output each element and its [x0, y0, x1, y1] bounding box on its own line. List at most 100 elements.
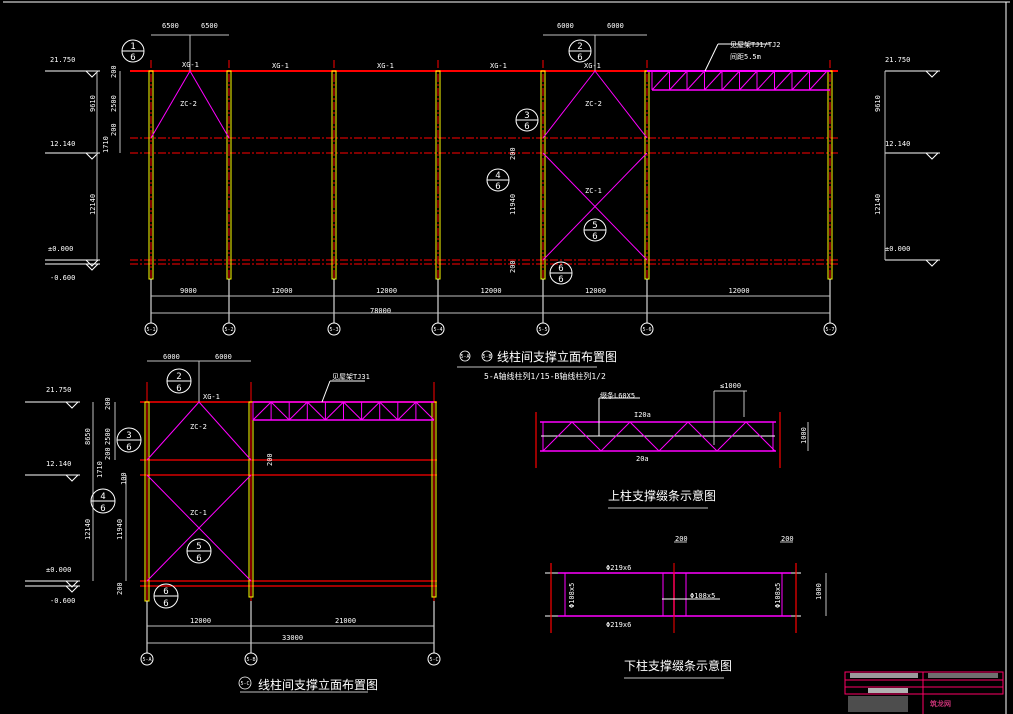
lower-middle-post: Φ108x5 — [690, 592, 715, 600]
detail-bubble-6-sheet: 6 — [163, 599, 168, 609]
lower-top-chord: Φ219x6 — [606, 564, 631, 572]
detail-bubble-1-number: 1 — [130, 42, 135, 52]
truss-diagonal — [686, 70, 705, 91]
truss-diagonal — [270, 401, 290, 421]
span-label: 12000 — [272, 287, 293, 295]
detail-bubble-3-number: 3 — [126, 431, 131, 441]
truss-diagonal — [774, 70, 793, 91]
detail-labels: 缀条L60X5 I20a 20a ≤1000 1000 上柱支撑缀条示意图 Φ2… — [568, 382, 823, 679]
dim-d: 1710 — [102, 136, 110, 153]
upper-lacing — [629, 421, 660, 452]
truss-note-leader — [704, 43, 719, 72]
level-ground-marker — [85, 259, 99, 267]
detail-bubble-2-sheet: 6 — [577, 53, 582, 63]
top-view-title: 线柱间支撑立面布置图 — [497, 349, 617, 364]
brace-zc1 — [146, 474, 252, 582]
level-top-marker — [85, 70, 99, 78]
brace-zc2 — [542, 70, 596, 139]
elev-top: 21.750 — [46, 386, 71, 394]
dim-g: 200 — [116, 582, 124, 595]
truss-diagonal — [791, 70, 810, 91]
top-dim-3: 6000 — [557, 22, 574, 30]
dim-upper: 8650 — [84, 428, 92, 445]
top-dim-1: 6500 — [162, 22, 179, 30]
strut-label: XG-1 — [272, 62, 289, 70]
truss-diagonal — [325, 401, 344, 421]
truss-note: 见屋架TJ31 — [332, 373, 370, 381]
span-label: 21000 — [335, 617, 356, 625]
axis-tag: 5-C — [240, 681, 249, 687]
brace-zc2 — [150, 70, 191, 139]
lower-dim1: 200 — [675, 535, 688, 543]
top-dim-2: 6000 — [215, 353, 232, 361]
top-dim-2: 6500 — [201, 22, 218, 30]
elev-base: -0.600 — [50, 597, 75, 605]
detail-bubble-3-sheet: 6 — [524, 122, 529, 132]
truss-diagonal — [343, 401, 362, 421]
truss-diagonal — [252, 401, 272, 421]
axis-label: 5-3 — [329, 327, 338, 333]
dim-c: 200 — [104, 447, 112, 460]
elev-top: 21.750 — [50, 56, 75, 64]
span-label: 9000 — [180, 287, 197, 295]
dim-upper: 9610 — [89, 95, 97, 112]
axis-bubble — [823, 322, 837, 336]
dim-lower: 12140 — [89, 194, 97, 215]
dim-d: 1710 — [96, 461, 104, 478]
axis-label: 5-C — [429, 657, 438, 663]
detail-bubble-4-number: 4 — [495, 171, 500, 181]
span-label: 12000 — [729, 287, 750, 295]
strut-label: XG-1 — [203, 393, 220, 401]
detail-bubble-6-sheet: 6 — [558, 275, 563, 285]
detail-bubble-4-sheet: 6 — [100, 504, 105, 514]
axis-tag-bubble — [481, 350, 493, 362]
detail-bubble-6-number: 6 — [558, 264, 563, 274]
truss-diagonal — [379, 401, 399, 421]
upper-lacing — [745, 421, 776, 452]
strut-label: XG-1 — [182, 61, 199, 69]
elev-mid: 12.140 — [46, 460, 71, 468]
span-label: 12000 — [585, 287, 606, 295]
detail-bubble-1-sheet: 6 — [130, 53, 135, 63]
brace-lower-label: ZC-1 — [190, 509, 207, 517]
level-base-marker — [65, 585, 79, 593]
axis-tag-bubble — [459, 350, 471, 362]
upper-detail-title: 上柱支撑缀条示意图 — [608, 488, 716, 503]
elev-ground: ±0.000 — [48, 245, 73, 253]
upper-lacing — [571, 421, 602, 452]
axis-label: 5-4 — [433, 327, 442, 333]
dim-upper-right: 9610 — [874, 95, 882, 112]
brace-zc1 — [542, 152, 648, 261]
dim-e: 200 — [509, 147, 517, 160]
dim-a: 200 — [104, 397, 112, 410]
truss-diagonal — [651, 70, 670, 91]
level-mid-right-marker — [925, 152, 939, 160]
strut-label: XG-1 — [377, 62, 394, 70]
detail-bubble-5-number: 5 — [196, 542, 201, 552]
brace-upper-label: ZC-2 — [180, 100, 197, 108]
upper-lacing — [542, 421, 573, 452]
elev-top-right: 21.750 — [885, 56, 910, 64]
lower-right-post: Φ108x5 — [774, 583, 782, 608]
detail-bubble-2-sheet: 6 — [176, 384, 181, 394]
upper-spacing: ≤1000 — [720, 382, 741, 390]
dim-c: 200 — [110, 123, 118, 136]
level-top-right-marker — [925, 70, 939, 78]
brace-lower-label: ZC-1 — [585, 187, 602, 195]
detail-bubble-5-sheet: 6 — [592, 232, 597, 242]
axis-label: 5-2 — [224, 327, 233, 333]
detail-bubble-3-number: 3 — [524, 111, 529, 121]
truss-diagonal — [306, 401, 326, 421]
elev-ground: ±0.000 — [46, 566, 71, 574]
truss-diagonal — [397, 401, 417, 421]
lower-bottom-chord: Φ219x6 — [606, 621, 631, 629]
brace-zc2 — [198, 401, 252, 461]
truss-diagonal — [809, 70, 828, 91]
truss-diagonal — [739, 70, 758, 91]
dim-lower: 12140 — [84, 519, 92, 540]
column — [248, 401, 254, 598]
axis-bubble — [327, 322, 341, 336]
